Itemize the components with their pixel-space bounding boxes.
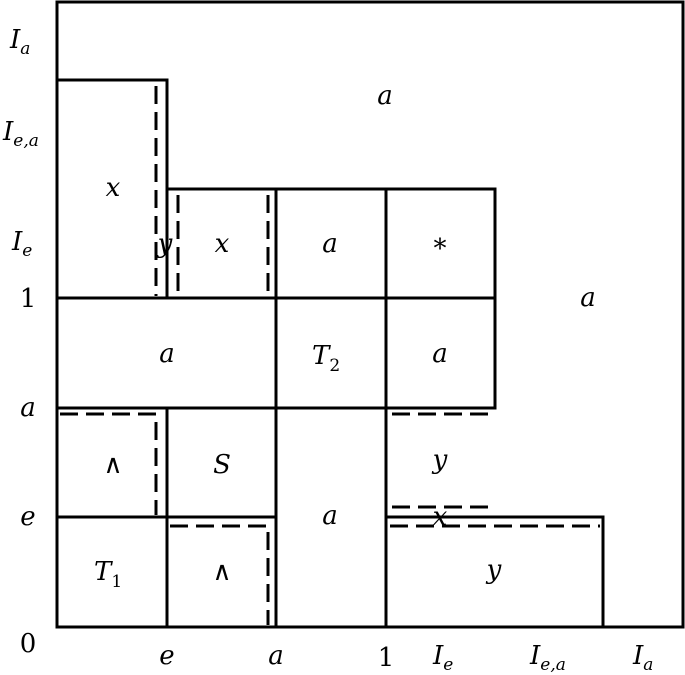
cell-right-a: a: [580, 283, 596, 313]
y-label-e: e: [20, 502, 35, 532]
cell-x-tall: x: [106, 173, 121, 203]
bottom-right-box: [386, 515, 605, 627]
cell-S: S: [213, 450, 231, 480]
cell-a-row1-3: a: [432, 339, 448, 369]
cell-T1: T1: [94, 557, 122, 592]
cell-T2: T2: [312, 341, 340, 376]
y-label-zero: 0: [20, 629, 37, 659]
outer-frame: [55, 0, 685, 629]
cell-x-small: x: [215, 229, 230, 259]
cell-y-mid: y: [432, 445, 448, 475]
y-label-one: 1: [20, 284, 37, 314]
x-label-one: 1: [378, 643, 395, 673]
y-label-Ie: Ie: [11, 227, 32, 261]
cell-y-bottom: y: [486, 555, 502, 585]
x-label-Ia: Ia: [632, 641, 653, 675]
x-label-Iea: Ie,a: [529, 641, 566, 675]
x-label-Ie: Ie: [432, 641, 453, 675]
y-label-Ia: Ia: [9, 25, 30, 59]
cell-x-mid: x: [433, 502, 448, 532]
x-label-e: e: [159, 641, 174, 671]
dash-wedge-2: [170, 524, 270, 625]
cell-wedge-2: ∧: [212, 557, 231, 587]
cell-a-wide: a: [159, 339, 175, 369]
cell-y-tall: y: [157, 229, 173, 259]
cell-wedge-1: ∧: [103, 450, 122, 480]
y-label-Iea: Ie,a: [2, 117, 39, 151]
cell-top-a: a: [377, 81, 393, 111]
cell-a-row-ie-1: a: [322, 229, 338, 259]
cell-a-center: a: [322, 501, 338, 531]
x-label-a: a: [268, 641, 284, 671]
y-label-a: a: [20, 393, 36, 423]
cell-star: *: [434, 234, 447, 264]
dash-wedge-1: [60, 412, 158, 515]
